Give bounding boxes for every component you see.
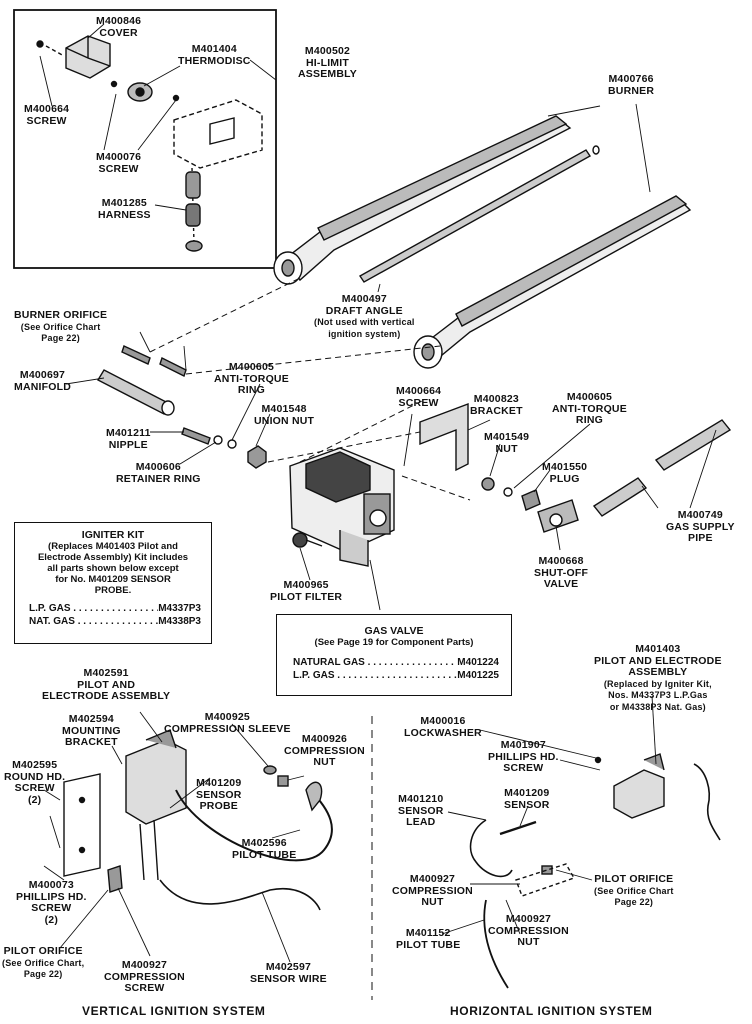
plug-part (521, 489, 541, 511)
nut-part (481, 477, 495, 491)
footer-vertical-ignition: VERTICAL IGNITION SYSTEM (82, 1004, 266, 1018)
gas-supply-pipe-part (592, 419, 732, 517)
bracket-part (419, 402, 469, 472)
igniter-kit-line: (Replaces M401403 Pilot and (48, 541, 178, 552)
gas-valve-box: GAS VALVE (See Page 19 for Component Par… (276, 614, 512, 696)
compression-sleeve-part (263, 765, 277, 775)
manifold-part (97, 345, 187, 416)
sensor-wire-part (159, 879, 321, 911)
compression-nut-part (277, 775, 289, 787)
igniter-kit-title: IGNITER KIT (81, 529, 145, 541)
vertical-pilot-assembly-part (125, 729, 187, 881)
retainer-ring-part (213, 435, 223, 445)
horizontal-pilot-orifice-part (541, 865, 553, 875)
harness-part (185, 167, 203, 252)
footer-horizontal-ignition: HORIZONTAL IGNITION SYSTEM (450, 1004, 653, 1018)
gas-valve-title: GAS VALVE (364, 625, 424, 637)
horizontal-pilot-assembly-part (613, 753, 721, 841)
vertical-pilot-tube-part (175, 789, 333, 862)
sensor-lead-part (469, 819, 513, 878)
vertical-mounting-bracket-part (63, 773, 101, 877)
igniter-kit-row: L.P. GASM4337P3 (29, 602, 201, 615)
horizontal-pilot-tube-part (483, 899, 509, 989)
burner-lower-part (413, 195, 692, 369)
gas-valve-subtitle: (See Page 19 for Component Parts) (314, 637, 474, 648)
burner-upper-part (273, 115, 572, 285)
hi-limit-inset-frame (13, 9, 277, 269)
draft-angle-part (358, 145, 600, 283)
igniter-kit-box: IGNITER KIT (Replaces M401403 Pilot and … (14, 522, 212, 644)
hi-limit-bracket-part (173, 99, 263, 169)
igniter-kit-line: for No. M401209 SENSOR (55, 574, 171, 585)
igniter-kit-line: PROBE. (94, 585, 132, 596)
pilot-filter-part (292, 532, 323, 548)
shutoff-valve-part (537, 499, 579, 533)
sensor-part (499, 820, 537, 836)
igniter-kit-row: NAT. GASM4338P3 (29, 615, 201, 628)
union-nut-part (247, 445, 267, 469)
gas-valve-part (289, 447, 395, 567)
thermodisc-part (110, 80, 180, 102)
label-pilot-orifice-v: PILOT ORIFICE(See Orifice Chart,Page 22) (2, 945, 85, 979)
gas-valve-row: L.P. GASM401225 (293, 669, 499, 682)
vertical-pilot-orifice-part (107, 865, 123, 893)
anti-torque-ring-2-part (503, 487, 513, 497)
cover-part (36, 35, 111, 79)
gas-valve-row: NATURAL GASM401224 (293, 656, 499, 669)
anti-torque-ring-part (227, 439, 237, 449)
nipple-part (181, 427, 211, 445)
igniter-kit-line: all parts shown below except (47, 563, 179, 574)
igniter-kit-line: Electrode Assembly) Kit includes (37, 552, 189, 563)
sensor-wire-boot-part (305, 781, 323, 812)
